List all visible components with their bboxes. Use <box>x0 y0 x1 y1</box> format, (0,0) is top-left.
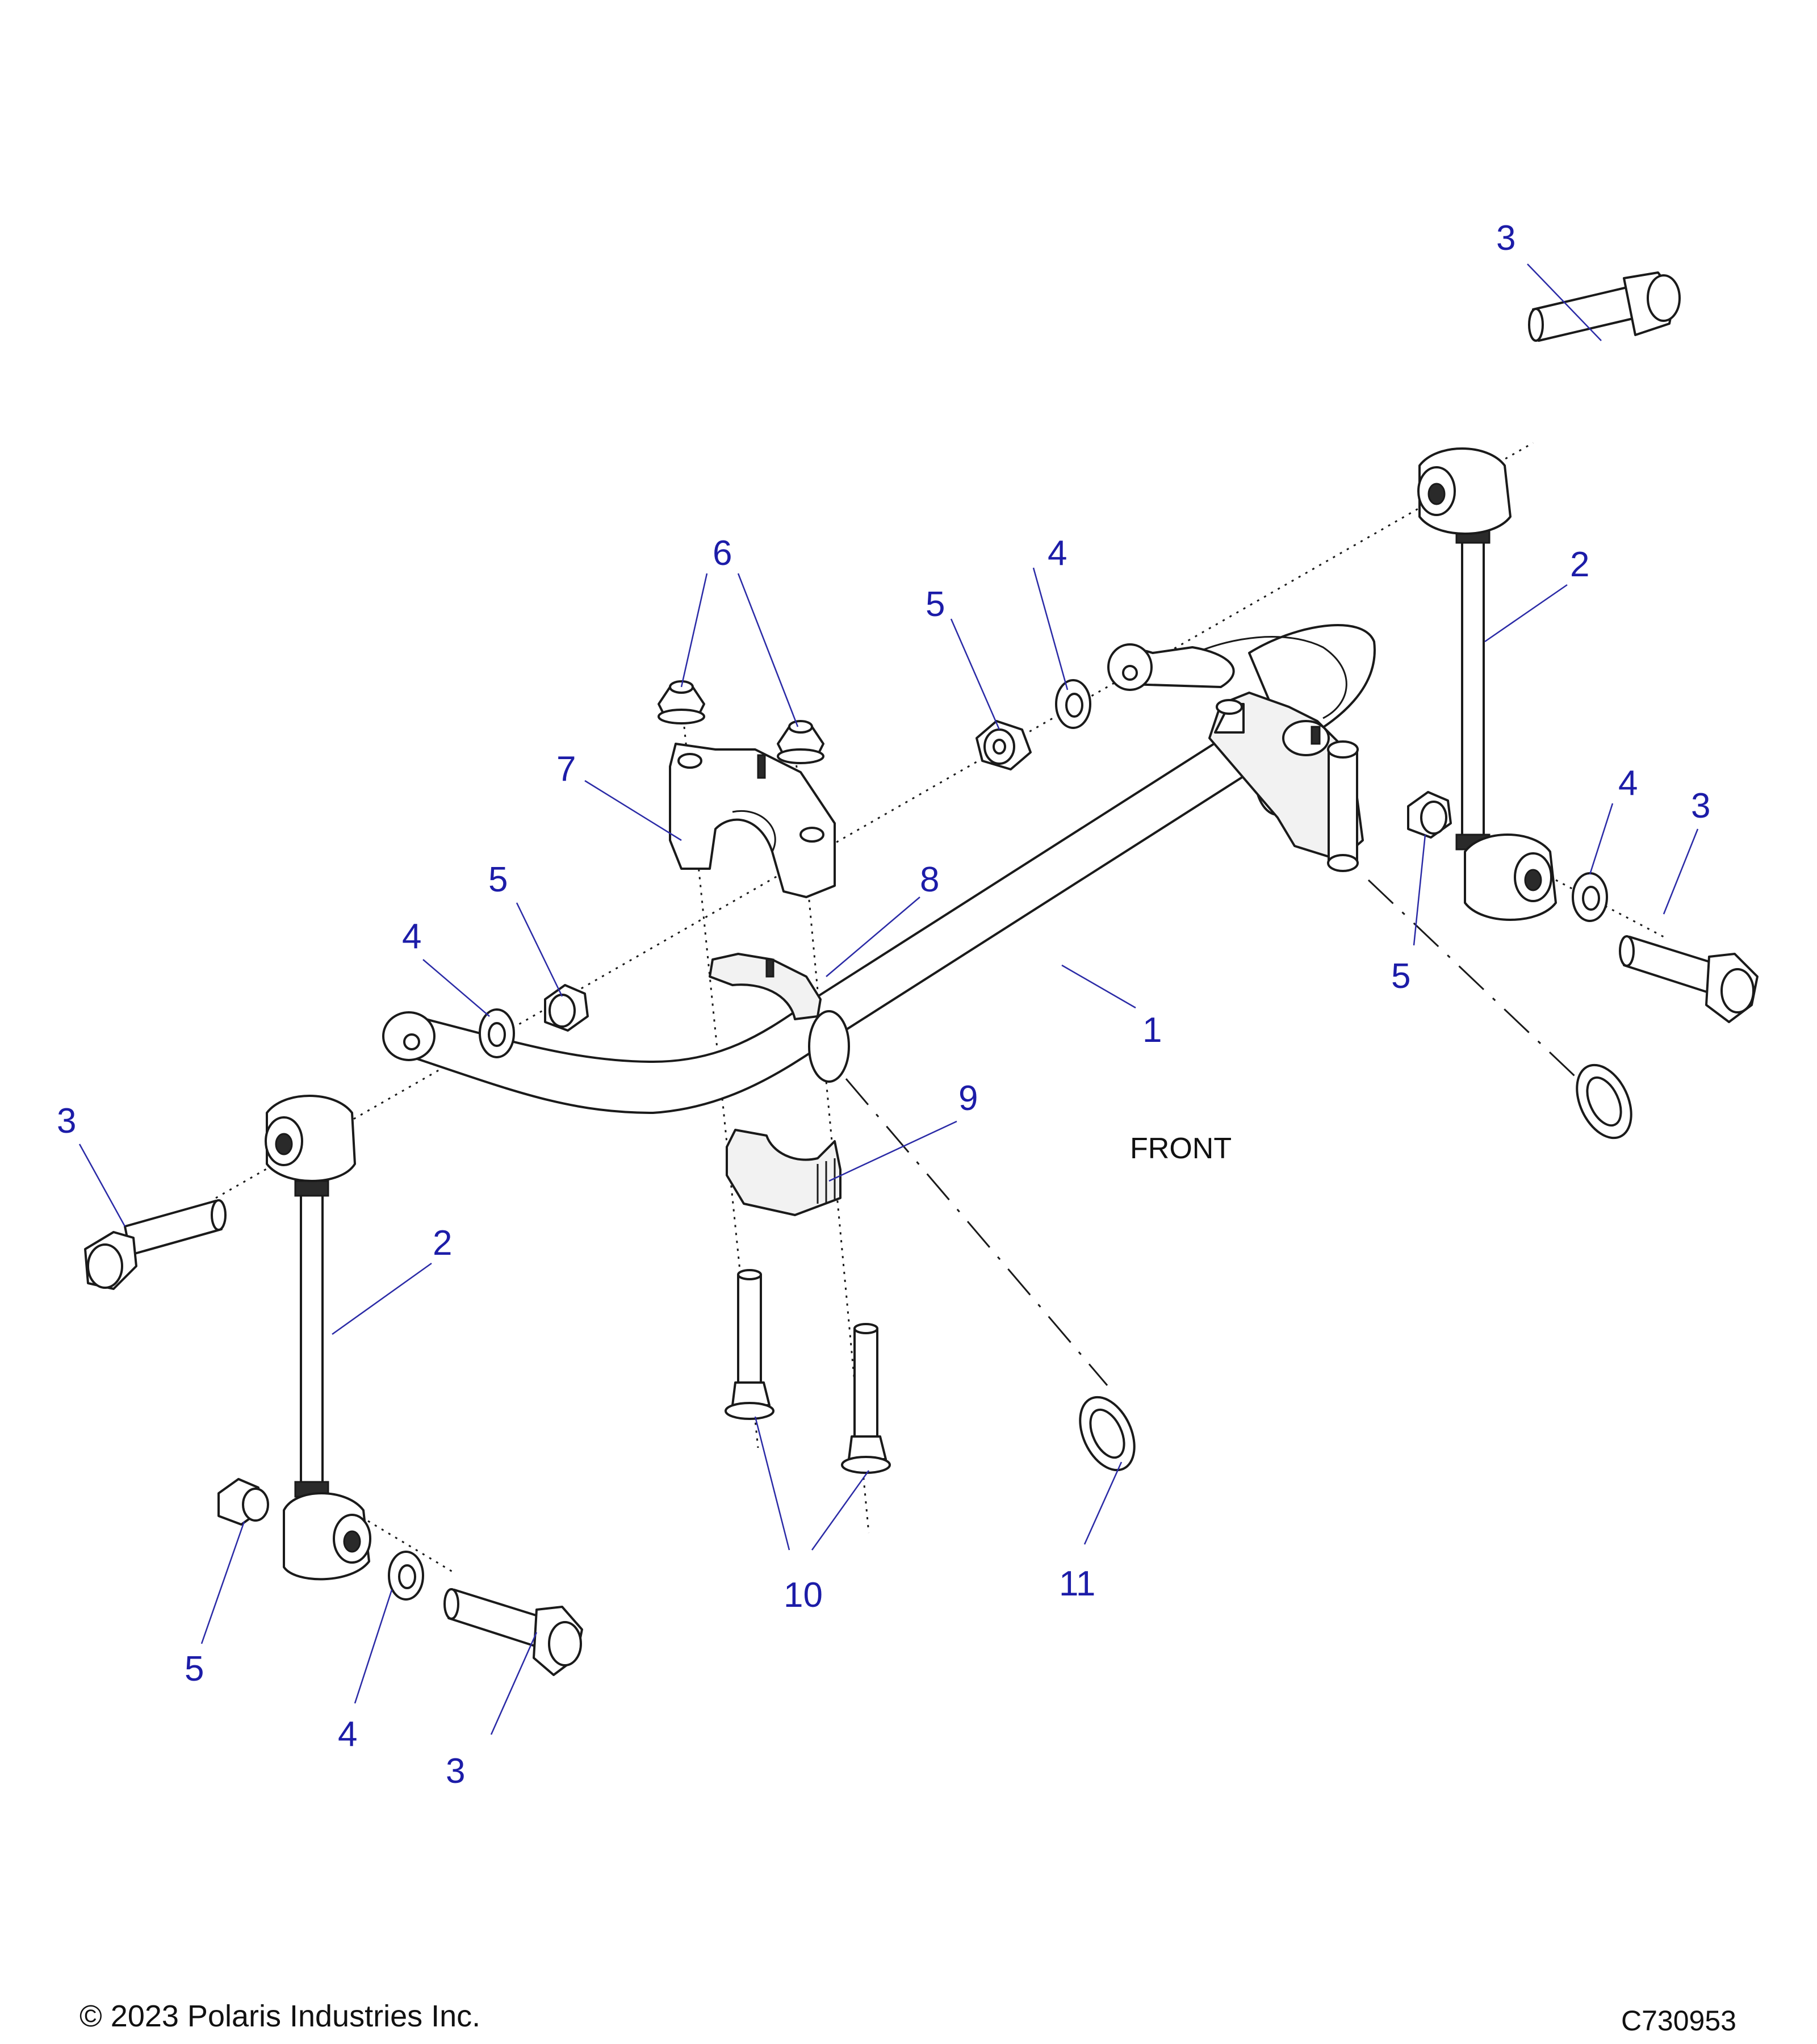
callout-3-left: 3 <box>57 1101 76 1141</box>
bushing-lower <box>726 1129 841 1216</box>
bolt-3-lower-right <box>1619 935 1759 1023</box>
clamp-upper <box>669 743 836 898</box>
callout-8: 8 <box>920 860 939 899</box>
callout-4-lower-left: 4 <box>338 1715 357 1754</box>
callout-11: 11 <box>1059 1564 1095 1603</box>
bolt-3-upper-right <box>1528 271 1681 342</box>
nut-5-center <box>976 720 1032 770</box>
figure-id: C730953 <box>1621 2005 1736 2037</box>
copyright-notice: © 2023 Polaris Industries Inc. <box>79 1999 481 2033</box>
callout-4-right: 4 <box>1618 764 1638 803</box>
callout-4-left: 4 <box>402 917 421 956</box>
bolt-10-left <box>725 1269 774 1420</box>
callout-3-upper-right: 3 <box>1496 219 1515 258</box>
callout-5-right: 5 <box>1391 957 1410 996</box>
bolt-10-right <box>841 1323 891 1474</box>
nut-5-lower-left <box>217 1478 269 1526</box>
callout-2-left: 2 <box>433 1224 452 1263</box>
flange-nut-right <box>777 720 824 764</box>
bolts-3 <box>84 271 1759 1676</box>
nut-5-right <box>1407 791 1452 839</box>
bolt-3-left <box>84 1199 227 1290</box>
bushing-upper <box>709 953 822 1020</box>
callout-10: 10 <box>784 1576 823 1615</box>
washers-11 <box>1079 1063 1632 1472</box>
callout-labels: 1 2 2 3 3 3 3 4 4 4 4 5 5 5 5 6 7 8 9 10… <box>57 219 1710 1791</box>
flange-nut-left <box>658 680 705 724</box>
washers-4 <box>388 679 1608 1601</box>
callout-2-right: 2 <box>1570 545 1589 584</box>
callout-1: 1 <box>1142 1011 1162 1050</box>
bolts-lower <box>725 1269 891 1474</box>
callout-5-center: 5 <box>926 585 945 624</box>
bolt-3-lower-left <box>443 1588 583 1676</box>
callout-4-center: 4 <box>1048 534 1067 573</box>
callout-5-left: 5 <box>488 860 508 899</box>
callout-6: 6 <box>713 534 732 573</box>
front-label: FRONT <box>1130 1132 1232 1165</box>
link-left <box>265 1095 371 1581</box>
stabilizer-bar <box>382 624 1376 1114</box>
callout-3-lower-left: 3 <box>446 1752 465 1791</box>
right-bar-clamp <box>1208 692 1364 872</box>
callout-9: 9 <box>958 1079 978 1118</box>
callout-7: 7 <box>556 749 576 789</box>
nut-5-left <box>544 984 589 1032</box>
callout-leaders <box>78 263 1699 1735</box>
link-right <box>1417 447 1557 921</box>
callout-5-lower-left: 5 <box>185 1649 204 1689</box>
callout-3-right: 3 <box>1691 786 1710 826</box>
flange-nuts <box>658 680 824 764</box>
nuts-5 <box>217 720 1452 1526</box>
